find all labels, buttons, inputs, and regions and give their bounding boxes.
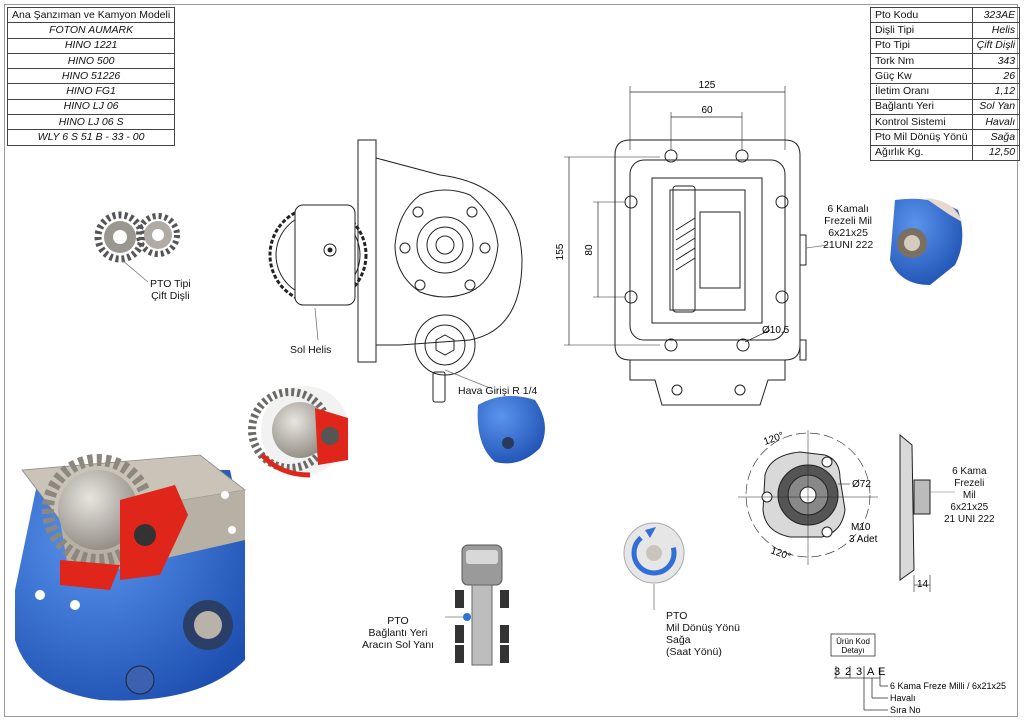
spec-value: Sol Yan (971, 98, 1021, 116)
spec-label: Güç Kw (870, 68, 973, 85)
shaft-line: 6x21x25 (828, 227, 868, 239)
rotation-direction-icon (623, 522, 685, 610)
code-title-2: Detayı (841, 646, 864, 655)
shaft-line: 21UNI 222 (823, 239, 874, 251)
air-inlet-label: Hava Girişi R 1/4 (458, 385, 538, 397)
dim-angle-top: 120° (762, 430, 785, 447)
pto-location-line: Bağlantı Yeri (368, 627, 428, 639)
pto-side-view (564, 86, 807, 406)
spec-value: 1,12 (971, 83, 1021, 100)
shaft-line: 6 Kamalı (827, 203, 869, 215)
spec-label: Pto Kodu (870, 6, 973, 24)
model-row: WLY 6 S 51 B - 33 - 00 (6, 129, 176, 146)
dim-angle-bottom: 120° (769, 545, 792, 562)
model-row: HINO 51226 (6, 68, 176, 85)
pto-type-label: PTO Tipi Çift Dişli (150, 278, 191, 302)
flange-shaft-line: Frezeli (954, 478, 985, 489)
shaft-spline-label: 6 Kamalı Frezeli Mil 6x21x25 21UNI 222 (823, 203, 873, 251)
pto-location-label: PTO Bağlantı Yeri Aracın Sol Yanı (362, 615, 434, 651)
code-char: E (878, 666, 885, 678)
pto-type-line1: PTO Tipi (150, 278, 191, 290)
code-title-1: Ürün Kod (836, 637, 870, 646)
dim-thread: M10 (851, 522, 871, 533)
shaft-line: Frezeli Mil (824, 215, 873, 227)
truck-top-view-icon (445, 544, 509, 666)
pto-type-line2: Çift Dişli (151, 290, 190, 302)
flange-shaft-line: Mil (962, 490, 976, 501)
pto-location-line: PTO (387, 615, 409, 627)
spec-value: Çift Dişli (971, 37, 1021, 54)
models-table: Ana Şanzıman ve Kamyon Modeli FOTON AUMA… (6, 6, 176, 146)
spec-value: 12,50 (971, 144, 1021, 161)
code-legend-control: Havalı (890, 693, 916, 703)
sol-helis-label: Sol Helis (290, 344, 332, 356)
dim-height-outer: 155 (555, 243, 566, 260)
flange-shaft-line: 6 Kama (952, 466, 987, 477)
dim-hole-dia: Ø10.5 (762, 325, 790, 336)
spec-value: Sağa (971, 129, 1021, 146)
dim-width-outer: 125 (699, 80, 716, 91)
pto-location-line: Aracın Sol Yanı (362, 639, 434, 651)
rotation-line: PTO (666, 610, 688, 622)
dim-thread-count: 3 Adet (849, 534, 878, 545)
rotation-line: (Saat Yönü) (666, 646, 722, 658)
spec-label: Pto Tipi (870, 37, 973, 54)
model-row: FOTON AUMARK (6, 22, 176, 39)
flange-shaft-line: 21 UNI 222 (944, 514, 995, 525)
rotation-line: Sağa (666, 634, 691, 646)
pto-housing-image (890, 198, 963, 285)
spec-label: Bağlantı Yeri (870, 98, 973, 116)
flange-shaft-line: 6x21x25 (950, 502, 989, 513)
rotation-line: Mil Dönüş Yönü (666, 622, 740, 634)
code-char: 3 (834, 666, 840, 678)
helical-gear-image (248, 386, 349, 478)
dim-height-inner: 80 (584, 244, 595, 256)
dim-width-inner: 60 (701, 105, 713, 116)
flange-shaft-label: 6 Kama Frezeli Mil 6x21x25 21 UNI 222 (944, 466, 995, 526)
code-char: A (867, 666, 875, 678)
double-gear-icon (94, 211, 180, 283)
code-char: 3 (856, 666, 862, 678)
spec-label: İletim Oranı (870, 83, 973, 100)
dim-thickness: 14 (917, 579, 929, 590)
pto-front-view (268, 139, 523, 403)
code-legend-serial: Sıra No (890, 705, 921, 715)
product-code-diagram (830, 633, 888, 711)
code-char: 2 (845, 666, 851, 678)
dim-flange-dia: Ø72 (852, 479, 871, 490)
rotation-label: PTO Mil Dönüş Yönü Sağa (Saat Yönü) (666, 610, 740, 658)
flange-front-view (738, 430, 878, 565)
flange-side-view (899, 433, 955, 592)
air-inlet-image (477, 396, 545, 464)
spec-label: Ağırlık Kg. (870, 144, 973, 161)
spec-value: Havalı (971, 114, 1021, 131)
code-legend-shaft: 6 Kama Freze Milli / 6x21x25 (890, 681, 1006, 691)
pto-assembly-image (15, 454, 246, 701)
spec-value: Helis (971, 22, 1021, 39)
sheet-border (4, 4, 1018, 717)
spec-value: 323AE (971, 6, 1021, 24)
